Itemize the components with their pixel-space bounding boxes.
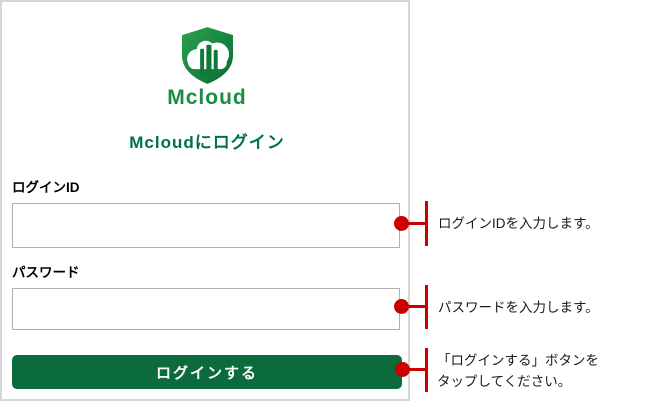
password-input[interactable] [12,288,400,330]
callout-bar-password [425,285,428,329]
callout-line-login-id [402,222,427,225]
callout-line-password [402,305,427,308]
mcloud-shield-cloud-icon [181,27,233,84]
login-button[interactable]: ログインする [12,355,402,389]
password-label: パスワード [12,265,80,280]
login-id-label: ログインID [12,180,80,195]
callout-text-login-id: ログインIDを入力します。 [438,216,599,231]
callout-bar-login-id [425,201,428,246]
callout-text-line2: タップしてください。 [437,374,572,389]
callout-line-login-button [403,368,427,371]
callout-dot-login-button [395,362,410,377]
login-panel: Mcloud Mcloudにログイン ログインID パスワード ログインする [0,0,410,401]
login-id-input[interactable] [12,203,400,248]
callout-dot-login-id [394,216,409,231]
callout-dot-password [394,299,409,314]
logo: Mcloud [2,26,412,110]
callout-bar-login-button [425,348,428,392]
mcloud-wordmark: Mcloud [167,86,247,109]
callout-text-password: パスワードを入力します。 [438,300,599,315]
callout-text-line1: 「ログインする」ボタンを [437,353,599,368]
callout-text-login-button: 「ログインする」ボタンを タップしてください。 [437,350,599,392]
login-heading: Mcloudにログイン [129,133,285,152]
